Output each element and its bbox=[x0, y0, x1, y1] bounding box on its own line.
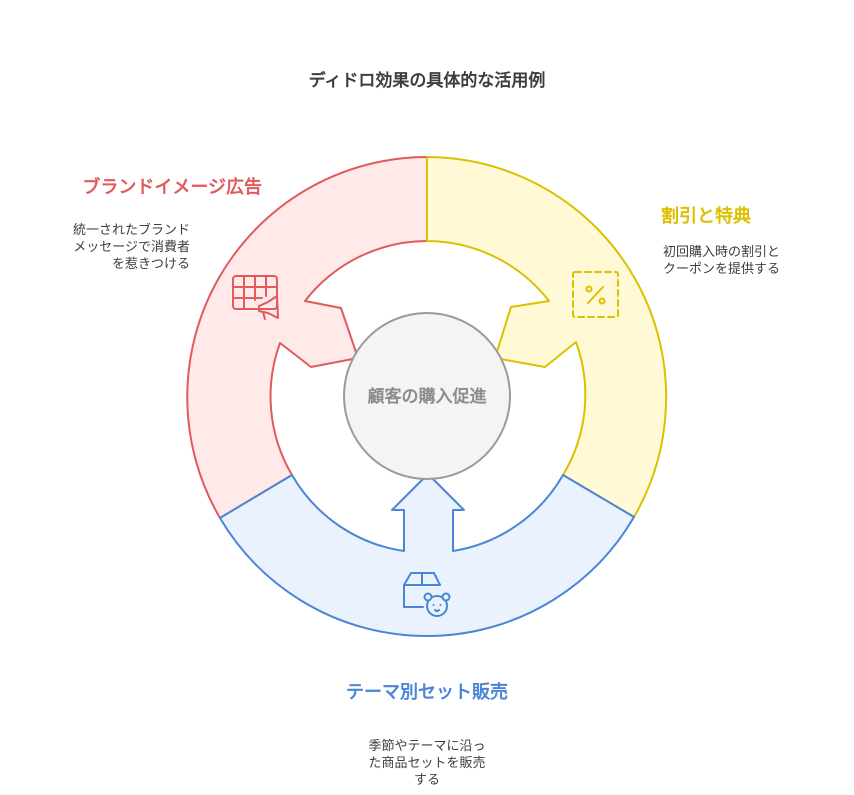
segment-brand-image-ads bbox=[186, 156, 428, 519]
description-line: 統一されたブランド bbox=[73, 222, 190, 238]
page-title: ディドロ効果の具体的な活用例 bbox=[309, 70, 546, 91]
center-circle bbox=[343, 312, 511, 480]
heading-discount-perks: 割引と特典 bbox=[661, 205, 751, 227]
description-line: を惹きつける bbox=[112, 257, 190, 272]
description-line: メッセージで消費者 bbox=[73, 240, 190, 255]
heading-theme-sets: テーマ別セット販売 bbox=[346, 681, 508, 703]
segment-discount-perks bbox=[426, 156, 668, 518]
heading-brand-image-ads: ブランドイメージ広告 bbox=[82, 176, 262, 198]
description-line: する bbox=[414, 773, 440, 788]
center-label: 顧客の購入促進 bbox=[368, 386, 487, 407]
description-line: クーポンを提供する bbox=[663, 261, 780, 277]
description-line: た商品セットを販売 bbox=[368, 755, 485, 771]
billboard-megaphone-icon bbox=[232, 275, 279, 320]
description-line: 季節やテーマに沿っ bbox=[368, 739, 485, 754]
description-line: 初回購入時の割引と bbox=[663, 244, 780, 260]
gift-box-bear-icon bbox=[403, 572, 451, 617]
segment-theme-sets bbox=[219, 473, 635, 637]
percent-coupon-icon bbox=[572, 271, 619, 318]
